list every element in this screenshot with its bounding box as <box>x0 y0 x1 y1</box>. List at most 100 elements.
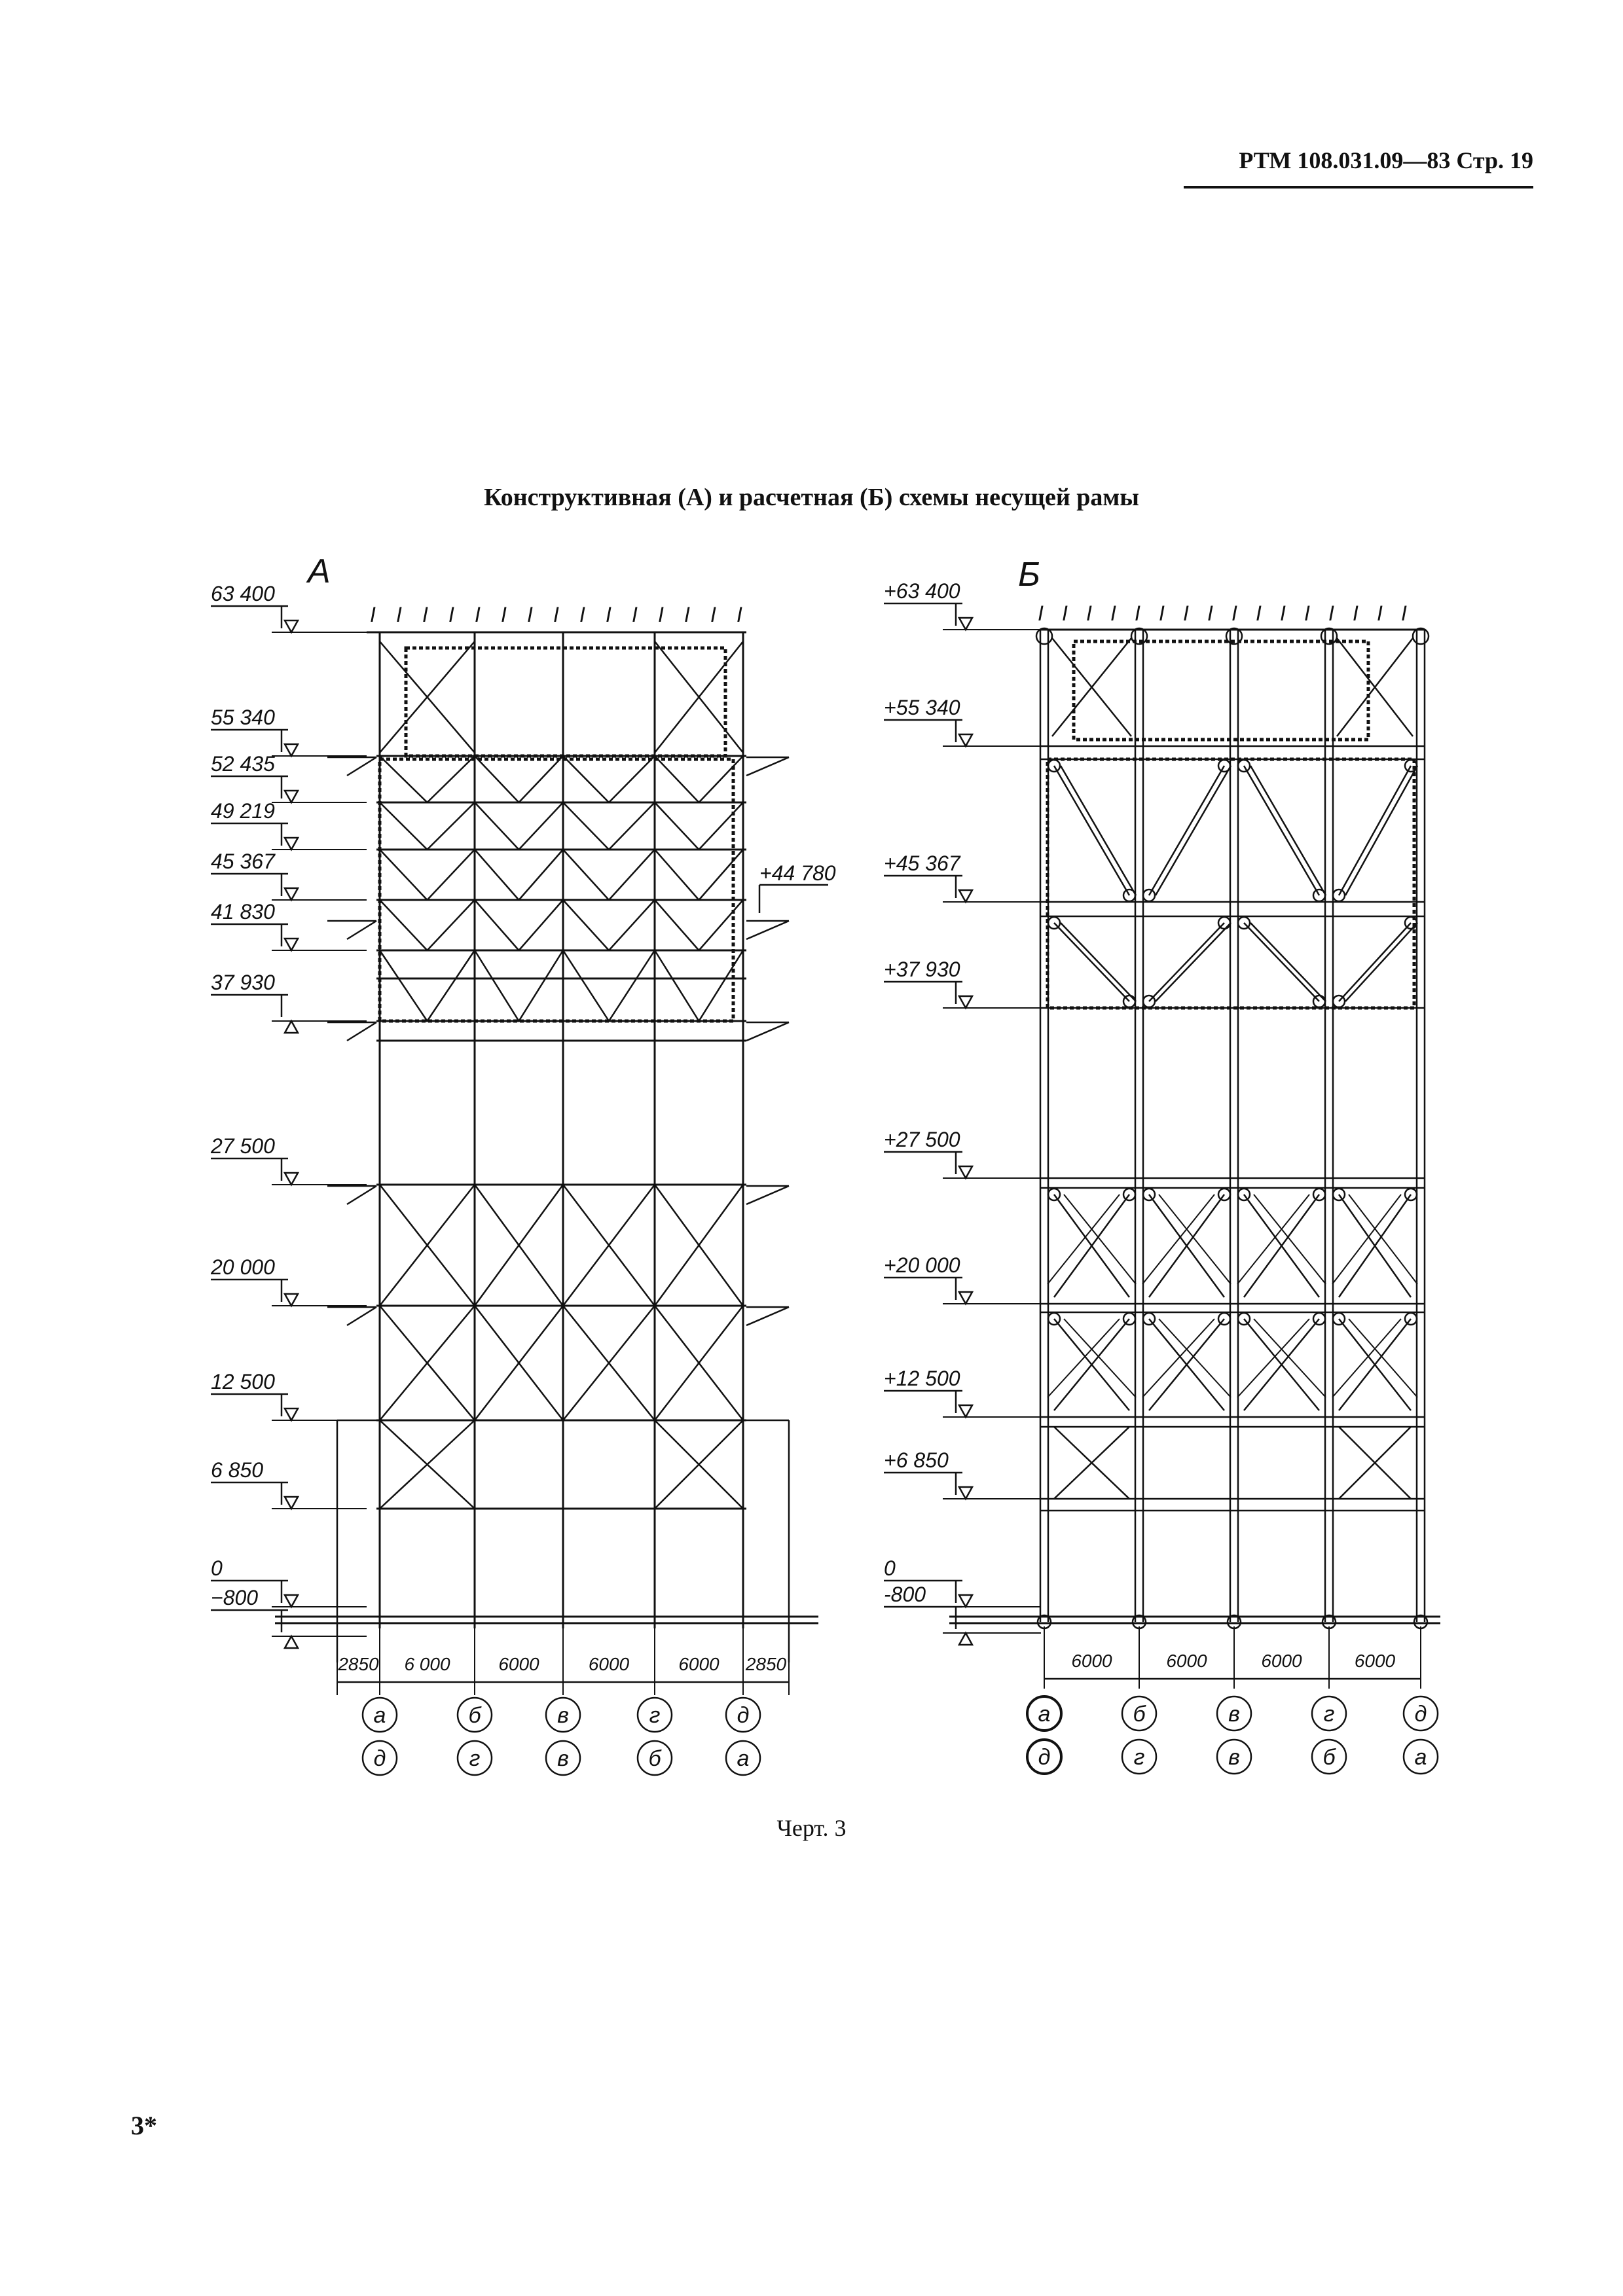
elevation-label: 45 367 <box>211 850 276 873</box>
v-brace <box>426 802 475 850</box>
elevation-label: 41 830 <box>211 900 275 924</box>
elevation-marker <box>957 617 974 632</box>
x-brace <box>1053 1194 1131 1298</box>
bracket-diag <box>346 1021 377 1042</box>
x-brace <box>1336 637 1413 737</box>
axis-label-top: а <box>1038 1702 1051 1727</box>
elevation-marker <box>957 1631 974 1646</box>
joint <box>1404 916 1418 930</box>
strut <box>1053 765 1131 896</box>
v-brace <box>608 802 655 850</box>
joint <box>1047 1187 1061 1202</box>
beam-symbol: I <box>1207 601 1213 625</box>
joint <box>1142 994 1156 1009</box>
beam-symbol: I <box>1353 601 1359 625</box>
beam-symbol: I <box>606 603 611 626</box>
strut <box>1154 765 1232 896</box>
joint <box>1122 1312 1137 1326</box>
elevation-label: +63 400 <box>884 579 960 603</box>
elevation-label: +55 340 <box>884 696 960 719</box>
joint <box>1122 1187 1137 1202</box>
beam-symbol: I <box>370 603 376 626</box>
elevation-label: 0 <box>211 1556 223 1580</box>
page-label: Стр. 19 <box>1456 147 1533 173</box>
axis-bubble <box>725 1696 761 1733</box>
v-brace <box>518 802 564 850</box>
beam-symbol: I <box>422 603 428 626</box>
v-brace <box>379 755 428 803</box>
v-brace <box>698 849 744 901</box>
beam-symbol: I <box>1304 601 1310 625</box>
axis-label-top: г <box>1324 1702 1335 1727</box>
strut <box>1060 922 1137 1002</box>
elevation-marker <box>283 1407 300 1422</box>
joint <box>1404 759 1418 773</box>
axis-bubble <box>1121 1695 1158 1732</box>
x-brace <box>1063 1318 1137 1398</box>
elevation-marker <box>283 1293 300 1308</box>
bracket-diag <box>746 1021 790 1042</box>
brace <box>654 641 744 753</box>
axis-label-bottom: в <box>1228 1745 1240 1770</box>
v-brace <box>378 950 428 1022</box>
bracket-diag <box>746 756 790 777</box>
beam-symbol: I <box>475 603 481 626</box>
beam-symbol: I <box>1256 601 1262 625</box>
x-brace <box>1253 1194 1326 1285</box>
span-label: 2850 <box>337 1654 379 1674</box>
v-brace <box>426 899 475 951</box>
x-brace <box>1158 1318 1231 1398</box>
beam-symbol: I <box>396 603 402 626</box>
axis-bubble <box>1311 1695 1347 1732</box>
beam-symbol: I <box>1135 601 1140 625</box>
joint <box>1217 759 1231 773</box>
joint <box>1047 1312 1061 1326</box>
beam-symbol: I <box>1401 601 1407 625</box>
joint <box>1237 759 1251 773</box>
axis-label-top: в <box>557 1703 569 1728</box>
middle-box <box>378 757 735 1023</box>
beam-symbol: I <box>527 603 533 626</box>
elevation-label: +45 367 <box>884 852 961 875</box>
figure-caption: Черт. 3 <box>776 1815 847 1841</box>
elevation-marker <box>283 743 300 758</box>
v-brace <box>698 899 744 951</box>
elevation-marker <box>283 836 300 852</box>
axis-label-bottom: б <box>1322 1745 1336 1770</box>
elevation-marker <box>283 1172 300 1187</box>
v-brace <box>379 802 428 850</box>
axis-bubble <box>1026 1695 1063 1732</box>
beam-symbol: I <box>710 603 716 626</box>
elevation-label: +20 000 <box>884 1253 960 1277</box>
beam-symbol: I <box>448 603 454 626</box>
axis-bubble <box>545 1740 581 1776</box>
axis-bubble <box>456 1696 493 1733</box>
axis-bubble <box>1216 1695 1252 1732</box>
axis-label-bottom: б <box>648 1746 662 1771</box>
axis-label-top: г <box>649 1703 661 1728</box>
elevation-marker <box>957 1486 974 1501</box>
v-brace <box>426 755 475 803</box>
joint <box>1035 627 1053 645</box>
doc-code: РТМ 108.031.09—83 <box>1239 147 1451 173</box>
v-brace <box>562 802 610 850</box>
beam-symbol: I <box>658 603 664 626</box>
x-brace <box>1338 1194 1412 1298</box>
v-brace <box>426 950 476 1022</box>
header-rule <box>1184 186 1533 188</box>
span-label: 6000 <box>498 1654 539 1674</box>
span-label: 6000 <box>1166 1651 1207 1671</box>
v-brace <box>654 802 700 850</box>
x-brace <box>1053 1318 1130 1411</box>
elevation-marker <box>283 1019 300 1034</box>
elevation-marker <box>957 995 974 1010</box>
v-brace <box>608 849 655 901</box>
v-brace <box>698 802 744 850</box>
v-brace <box>562 755 610 803</box>
axis-bubble <box>636 1696 673 1733</box>
joint <box>1412 627 1430 645</box>
axis-label-bottom: а <box>737 1746 750 1771</box>
